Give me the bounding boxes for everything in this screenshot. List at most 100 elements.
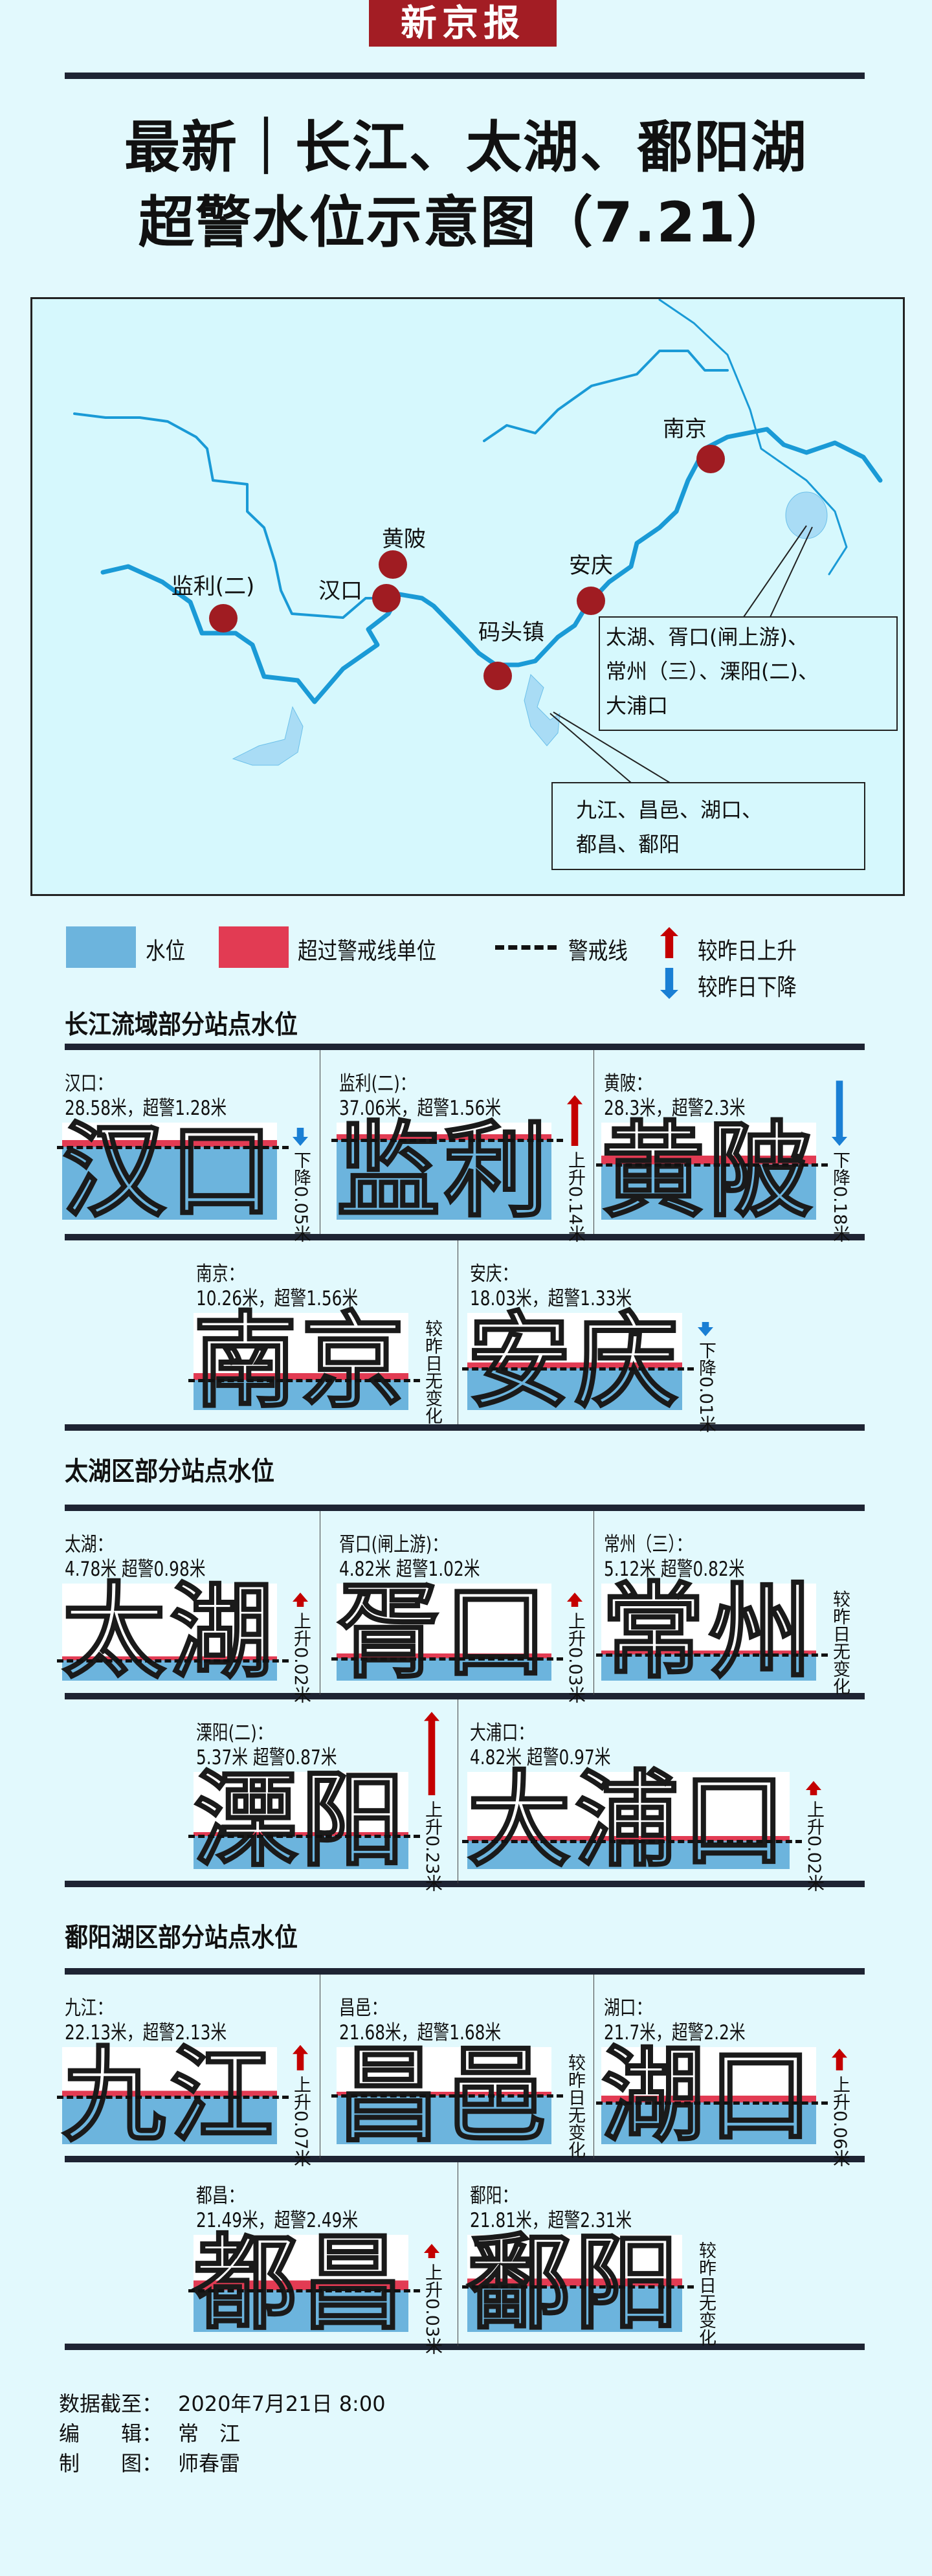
poyang-callout-line: 都昌、鄱阳	[576, 832, 680, 857]
station-level-value: 5.12米 超警0.82米	[604, 1558, 745, 1581]
station-change-text: 上升0.02米	[291, 1612, 311, 1704]
alert-line-dashed	[188, 1378, 420, 1382]
station-water-glyphs: 鄱阳	[466, 2223, 683, 2344]
alert-line-dashed	[57, 2095, 289, 2099]
station-row: 九江：22.13米，超警2.13米九江上升0.07米昌邑：21.68米，超警1.…	[0, 1975, 932, 2167]
station-change-text: 下降0.18米	[830, 1151, 850, 1243]
station-cell: 鄱阳：21.81米，超警2.31米鄱阳较昨日无变化	[458, 2162, 865, 2346]
station-level-value: 10.26米，超警1.56米	[196, 1287, 359, 1310]
station-name-label: 黄陂：	[604, 1072, 652, 1095]
map-label-matouzhen: 码头镇	[478, 620, 544, 645]
station-water-glyphs: 监利	[335, 1110, 552, 1231]
alert-line-dashed	[596, 1163, 828, 1167]
station-cell: 常州（三）：5.12米 超警0.82米常州较昨日无变化	[594, 1511, 865, 1695]
station-water-glyphs: 安庆	[466, 1301, 683, 1422]
footer-credits: 数据截至：2020年7月21日 8:00 编 辑：常 江 制 图：师春雷	[59, 2389, 386, 2478]
station-name-label: 太湖：	[65, 1533, 113, 1556]
station-cell: 南京：10.26米，超警1.56米南京较昨日无变化	[66, 1240, 458, 1424]
alert-line-dashed	[188, 1835, 420, 1838]
station-cell: 太湖：4.78米 超警0.98米太湖上升0.02米	[57, 1511, 320, 1703]
legend-rise-label: 较昨日上升	[698, 938, 797, 965]
alert-line-dashed	[331, 1139, 563, 1142]
page-title-line1: 最新｜长江、太湖、鄱阳湖	[124, 115, 808, 180]
rise-arrow-icon	[567, 1593, 582, 1607]
station-name-label: 鄱阳：	[470, 2184, 518, 2208]
poyang-callout-line: 九江、昌邑、湖口、	[576, 798, 762, 822]
station-dot-jianli	[209, 604, 238, 633]
station-cell: 湖口：21.7米，超警2.2米湖口上升0.06米	[594, 1975, 865, 2167]
rise-arrow-icon	[567, 1095, 582, 1146]
taihu-callout-line: 大浦口	[606, 693, 668, 718]
station-level-value: 21.68米，超警1.68米	[339, 2021, 502, 2044]
section-title: 鄱阳湖区部分站点水位	[65, 1923, 298, 1953]
station-dot-anqing	[577, 587, 605, 615]
station-level-value: 21.81米，超警2.31米	[470, 2209, 632, 2232]
legend-alert-line-swatch	[495, 945, 557, 950]
legend-alert-line-label: 警戒线	[568, 938, 628, 965]
legend-fall-label: 较昨日下降	[698, 974, 797, 1001]
rise-arrow-icon	[424, 1712, 439, 1795]
station-dot-hankou	[372, 584, 401, 612]
alert-line-dashed	[596, 2101, 828, 2105]
station-cell: 九江：22.13米，超警2.13米九江上升0.07米	[57, 1975, 320, 2167]
rise-arrow-icon	[293, 1593, 308, 1607]
map-label-jianli: 监利(二)	[172, 574, 255, 599]
footer-row-editor: 编 辑：常 江	[59, 2421, 241, 2446]
station-change-text: 上升0.03米	[565, 1612, 585, 1704]
station-water-glyphs: 胥口	[335, 1571, 552, 1692]
station-level-value: 21.49米，超警2.49米	[196, 2209, 359, 2232]
station-water-glyphs: 湖口	[600, 2035, 817, 2156]
alert-line-dashed	[462, 2285, 694, 2289]
station-level-value: 4.82米 超警1.02米	[339, 1558, 480, 1581]
taihu-callout-line: 常州（三）、溧阳(二)、	[606, 659, 819, 684]
section-rule	[65, 1881, 865, 1887]
station-name-label: 监利(二)：	[339, 1072, 416, 1095]
station-name-label: 胥口(闸上游)：	[339, 1533, 449, 1556]
station-change-text: 较昨日无变化	[422, 1319, 442, 1424]
rise-arrow-icon	[806, 1781, 821, 1795]
station-level-value: 4.78米 超警0.98米	[65, 1558, 206, 1581]
station-water-glyphs: 常州	[600, 1571, 817, 1692]
footer-row-graphic: 制 图：师春雷	[59, 2451, 241, 2476]
station-level-value: 22.13米，超警2.13米	[65, 2021, 227, 2044]
map-label-hankou: 汉口	[318, 578, 362, 604]
section-title: 太湖区部分站点水位	[65, 1457, 274, 1486]
station-row: 太湖：4.78米 超警0.98米太湖上升0.02米胥口(闸上游)：4.82米 超…	[0, 1511, 932, 1703]
station-cell: 昌邑：21.68米，超警1.68米昌邑较昨日无变化	[320, 1975, 594, 2158]
alert-line-dashed	[331, 1657, 563, 1661]
station-name-label: 安庆：	[470, 1262, 518, 1286]
station-change-text: 较昨日无变化	[565, 2054, 585, 2158]
legend-over-alert-label: 超过警戒线单位	[298, 938, 437, 965]
station-name-label: 常州（三）：	[604, 1533, 693, 1556]
north-tributary	[483, 350, 729, 442]
legend-water-label: 水位	[146, 938, 186, 965]
station-cell: 安庆：18.03米，超警1.33米安庆下降0.01米	[458, 1240, 865, 1433]
station-change-text: 上升0.14米	[565, 1151, 585, 1243]
map-label-huangpi: 黄陂	[382, 526, 426, 552]
section-title: 长江流域部分站点水位	[65, 1010, 298, 1040]
alert-line-dashed	[331, 2094, 563, 2098]
rise-arrow-icon	[293, 2044, 308, 2070]
station-change-text: 较昨日无变化	[696, 2241, 716, 2346]
station-dot-matouzhen	[483, 662, 512, 690]
station-change-text: 下降0.01米	[696, 1341, 716, 1433]
station-change-text: 下降0.05米	[291, 1151, 311, 1243]
river-map: 南京 黄陂 汉口 监利(二) 码头镇 安庆 太湖、胥口(闸上游)、 常州（三）、…	[30, 297, 905, 896]
map-label-nanjing: 南京	[663, 416, 707, 442]
legend-rise-arrow-icon	[660, 927, 678, 958]
station-name-label: 汉口：	[65, 1072, 113, 1095]
station-cell: 溧阳(二)：5.37米 超警0.87米溧阳上升0.23米	[66, 1699, 458, 1892]
section-rule	[65, 1968, 865, 1975]
station-row: 南京：10.26米，超警1.56米南京较昨日无变化安庆：18.03米，超警1.3…	[0, 1240, 932, 1433]
section-rule	[65, 1234, 865, 1240]
rise-arrow-icon	[832, 2048, 847, 2070]
station-water-glyphs: 南京	[192, 1301, 409, 1422]
alert-line-dashed	[188, 2289, 420, 2292]
station-cell: 汉口：28.58米，超警1.28米汉口下降0.05米	[57, 1050, 320, 1242]
station-name-label: 大浦口：	[470, 1721, 535, 1745]
station-water-glyphs: 都昌	[192, 2223, 409, 2344]
station-dot-nanjing	[696, 445, 725, 473]
station-cell: 大浦口：4.82米 超警0.97米大浦口上升0.02米	[458, 1699, 865, 1892]
dongting-lake	[232, 706, 304, 766]
alert-line-dashed	[462, 1367, 694, 1371]
